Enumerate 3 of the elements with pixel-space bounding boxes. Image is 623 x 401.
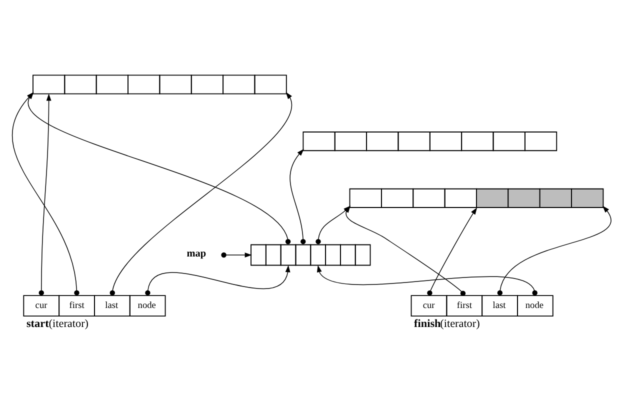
node-label: start(iterator) xyxy=(26,318,89,330)
node-label: finish(iterator) xyxy=(414,318,480,330)
node-text: map xyxy=(186,248,206,260)
